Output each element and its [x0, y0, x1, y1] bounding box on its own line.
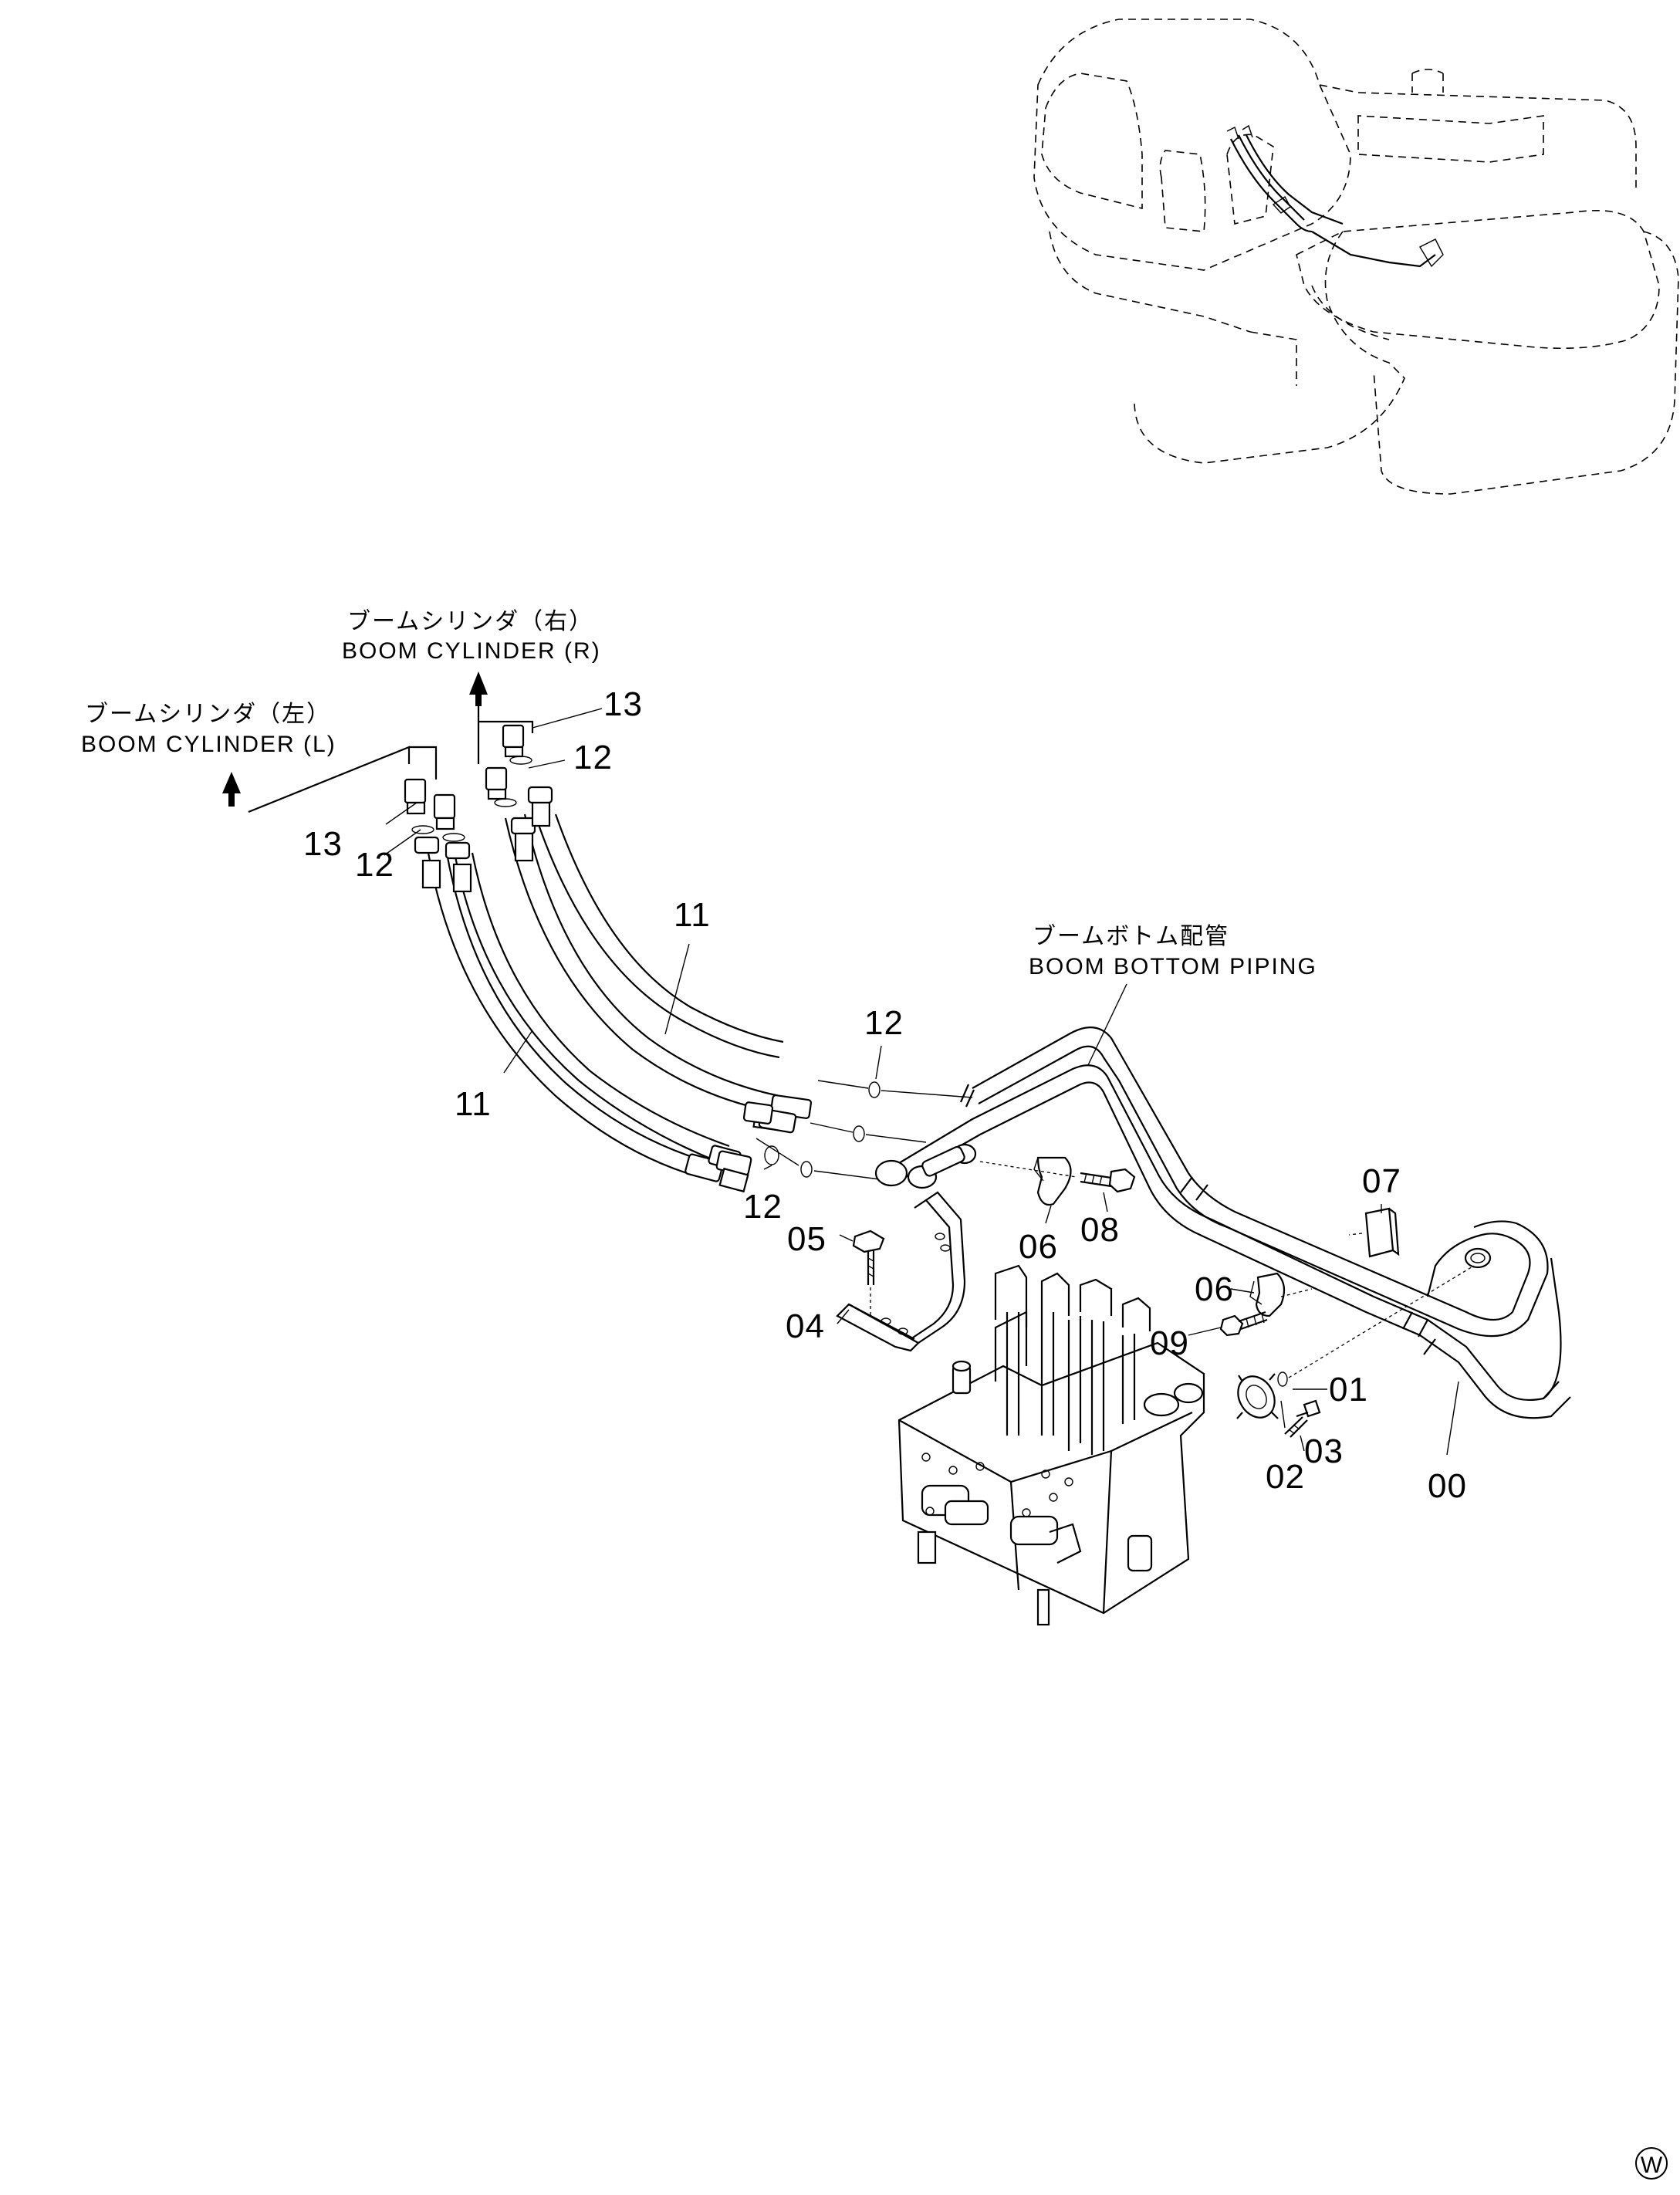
- boom-bottom-piping-label-en: BOOM BOTTOM PIPING: [1029, 954, 1317, 979]
- boom-bottom-piping: [874, 1026, 1571, 1419]
- boom-cylinder-right-label-en: BOOM CYLINDER (R): [342, 638, 601, 664]
- bolt-09: [1219, 1311, 1268, 1337]
- bolt-05: [852, 1229, 885, 1318]
- arrow-up-icon: [222, 772, 241, 807]
- block-07: [1348, 1207, 1400, 1258]
- corner-mark: W: [1635, 2147, 1668, 2180]
- part-number-04: 04: [786, 1307, 825, 1345]
- bracket-04: [836, 1191, 966, 1352]
- cylinder-fittings: [404, 724, 553, 893]
- part-number-13: 13: [303, 825, 343, 863]
- bolt-08: [1080, 1168, 1136, 1193]
- boom-cylinder-right-label-jp: ブームシリンダ（右）: [347, 608, 593, 635]
- part-number-12: 12: [864, 1004, 904, 1042]
- boom-cylinder-right-callout: ブームシリンダ（右） BOOM CYLINDER (R): [342, 608, 601, 764]
- part-number-00: 00: [1428, 1467, 1467, 1505]
- part-number-06: 06: [1019, 1228, 1058, 1266]
- boom-cylinder-left-callout: ブームシリンダ（左） BOOM CYLINDER (L): [81, 701, 438, 813]
- boom-cylinder-left-label-en: BOOM CYLINDER (L): [81, 732, 336, 757]
- bolt-03: [1284, 1399, 1321, 1438]
- control-valve: [897, 1264, 1205, 1626]
- boom-bottom-piping-label-jp: ブームボトム配管: [1033, 923, 1229, 950]
- part-number-09: 09: [1150, 1324, 1189, 1362]
- boom-cylinder-left-label-jp: ブームシリンダ（左）: [85, 701, 331, 728]
- clamp-06-b: [1249, 1272, 1313, 1317]
- part-number-13: 13: [603, 685, 643, 723]
- part-number-08: 08: [1080, 1211, 1120, 1249]
- excavator-overview: [1033, 19, 1679, 495]
- part-number-labels: 13 12 13 12 11 11 12 12 07 05 06 08 06 0…: [303, 685, 1467, 1505]
- part-number-12: 12: [573, 739, 613, 776]
- part-number-02: 02: [1266, 1458, 1305, 1496]
- clamp-06-a: [979, 1156, 1077, 1206]
- oring-01: [1277, 1265, 1475, 1387]
- part-number-01: 01: [1329, 1371, 1368, 1409]
- boom-bottom-piping-callout: ブームボトム配管 BOOM BOTTOM PIPING: [1029, 923, 1317, 1066]
- corner-mark-letter: W: [1641, 2153, 1663, 2178]
- hoses: [427, 813, 784, 1175]
- part-number-06: 06: [1195, 1270, 1234, 1308]
- part-number-11: 11: [455, 1085, 492, 1123]
- part-number-05: 05: [787, 1220, 826, 1258]
- part-number-11: 11: [674, 896, 711, 934]
- part-number-03: 03: [1304, 1432, 1344, 1470]
- leader-lines: [384, 708, 1459, 1456]
- part-number-07: 07: [1362, 1162, 1401, 1200]
- flange-02: [1236, 1373, 1279, 1419]
- part-number-12: 12: [355, 846, 394, 884]
- part-number-12: 12: [743, 1188, 783, 1226]
- hose-end-fittings: [685, 1080, 973, 1193]
- arrow-up-icon: [469, 671, 488, 706]
